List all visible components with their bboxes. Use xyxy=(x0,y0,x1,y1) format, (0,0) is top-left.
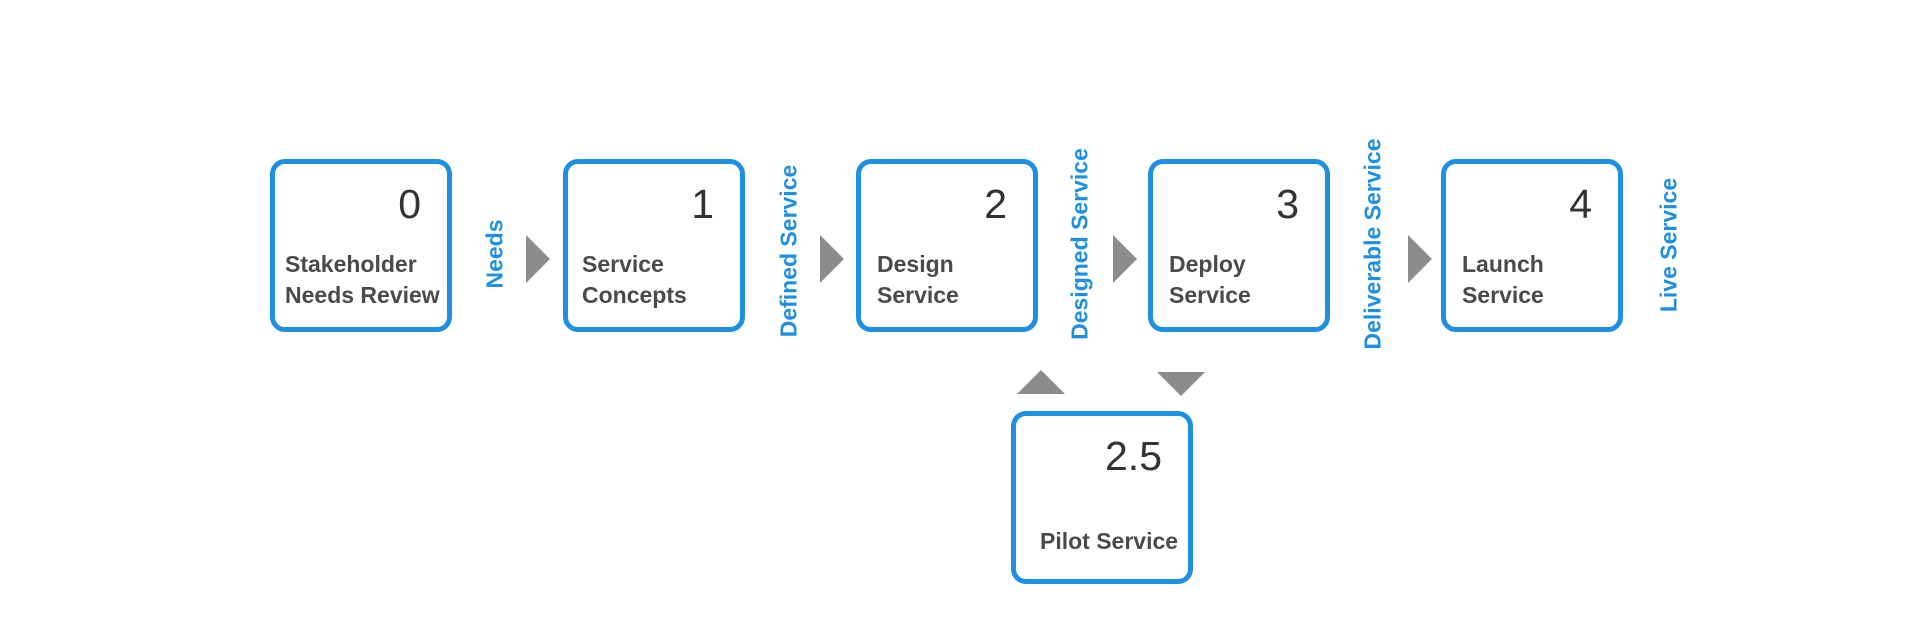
arrow-up-icon xyxy=(1017,370,1065,394)
stage-box-0: 0 Stakeholder Needs Review xyxy=(270,159,452,332)
arrow-right-icon xyxy=(526,235,550,283)
stage-label: Pilot Service xyxy=(1040,528,1179,554)
arrow-down-icon xyxy=(1157,372,1205,396)
stage-box-3: 3 Deploy Service xyxy=(1148,159,1330,332)
stage-number: 2.5 xyxy=(1105,433,1162,479)
stage-number: 3 xyxy=(1276,181,1299,227)
stage-number: 0 xyxy=(398,181,421,227)
stage-number: 2 xyxy=(984,181,1007,227)
arrow-right-icon xyxy=(1113,235,1137,283)
stage-label: Design Service xyxy=(877,251,959,308)
stage-number: 4 xyxy=(1569,181,1592,227)
stage-box-4: 4 Launch Service xyxy=(1441,159,1623,332)
stage-box-1: 1 Service Concepts xyxy=(563,159,745,332)
stage-label: Launch Service xyxy=(1462,251,1544,308)
arrow-right-icon xyxy=(820,235,844,283)
stage-label: Stakeholder Needs Review xyxy=(285,251,440,308)
stage-box-2: 2 Design Service xyxy=(856,159,1038,332)
arrow-right-icon xyxy=(1408,235,1432,283)
stage-label: Service Concepts xyxy=(582,251,687,308)
stage-label: Deploy Service xyxy=(1169,251,1251,308)
stage-number: 1 xyxy=(691,181,714,227)
stage-box-2-5: 2.5 Pilot Service xyxy=(1011,411,1193,584)
